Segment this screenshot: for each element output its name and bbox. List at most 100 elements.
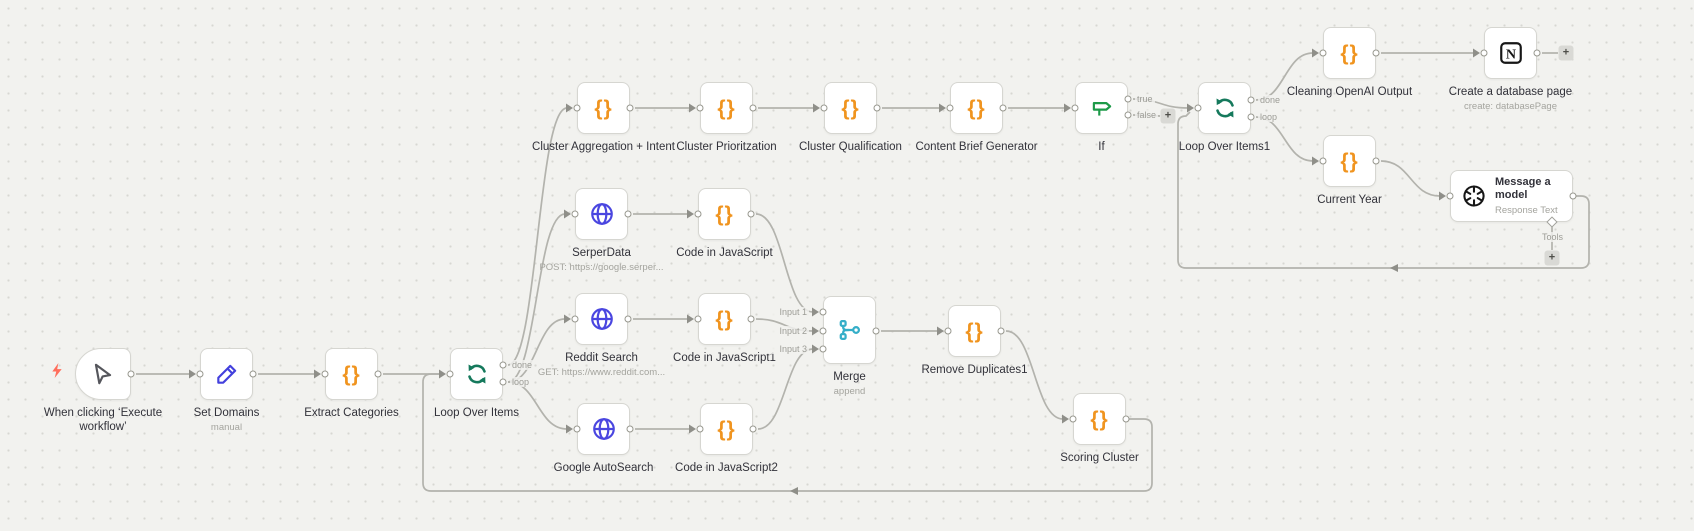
port-output[interactable]	[127, 370, 135, 378]
port-input[interactable]	[694, 210, 702, 218]
input-arrow	[564, 314, 571, 324]
port-input[interactable]	[573, 104, 581, 112]
port-output[interactable]	[999, 104, 1007, 112]
node-loop_over_items1[interactable]	[1198, 82, 1251, 134]
input-arrow	[314, 369, 321, 379]
port-output[interactable]	[626, 425, 634, 433]
node-label-wrap: Cluster Qualification	[771, 140, 931, 154]
input-arrow	[1312, 156, 1319, 166]
port-output[interactable]	[1124, 111, 1132, 119]
node-current_year[interactable]: {}	[1323, 135, 1376, 187]
port-input[interactable]	[321, 370, 329, 378]
port-input[interactable]	[694, 315, 702, 323]
port-input[interactable]	[696, 104, 704, 112]
port-output[interactable]	[626, 104, 634, 112]
port-input[interactable]	[571, 315, 579, 323]
port-input[interactable]	[819, 327, 827, 335]
port-output[interactable]	[749, 425, 757, 433]
input-arrow	[439, 369, 446, 379]
input-arrow	[687, 209, 694, 219]
node-trigger[interactable]	[75, 348, 131, 400]
port-input[interactable]	[1071, 104, 1079, 112]
node-reddit_search[interactable]	[575, 293, 628, 345]
connection-line	[755, 213, 814, 313]
port-output[interactable]	[1124, 95, 1132, 103]
node-label: Loop Over Items1	[1178, 141, 1271, 153]
node-cluster_prioritzation[interactable]: {}	[700, 82, 753, 134]
port-output[interactable]	[1533, 49, 1541, 57]
connection-line	[507, 107, 568, 366]
node-cluster_qualification[interactable]: {}	[824, 82, 877, 134]
port-input[interactable]	[944, 327, 952, 335]
node-scoring_cluster[interactable]: {}	[1073, 393, 1126, 445]
port-output[interactable]	[997, 327, 1005, 335]
node-subtitle: create: databasePage	[1464, 101, 1557, 113]
port-output[interactable]	[624, 210, 632, 218]
port-output[interactable]	[747, 315, 755, 323]
port-output[interactable]	[624, 315, 632, 323]
port-output-label: done	[1258, 95, 1283, 105]
port-output[interactable]	[1372, 49, 1380, 57]
node-if[interactable]	[1075, 82, 1128, 134]
node-label-wrap: Scoring Cluster	[1020, 451, 1180, 465]
code-braces-icon: {}	[841, 96, 860, 120]
port-input[interactable]	[573, 425, 581, 433]
loop-icon	[464, 361, 490, 387]
node-title: Message a model	[1495, 175, 1551, 201]
port-input[interactable]	[819, 345, 827, 353]
node-label-wrap: Code in JavaScript	[645, 246, 805, 260]
node-cluster_aggregation[interactable]: {}	[577, 82, 630, 134]
node-content_brief[interactable]: {}	[950, 82, 1003, 134]
node-google_autosearch[interactable]	[577, 403, 630, 455]
port-input[interactable]	[1446, 192, 1454, 200]
add-connection-button[interactable]: +	[1558, 45, 1574, 61]
node-loop_over_items[interactable]	[450, 348, 503, 400]
node-label-wrap: Loop Over Items	[397, 406, 557, 420]
node-create_database_page[interactable]: N	[1484, 27, 1537, 79]
port-output[interactable]	[374, 370, 382, 378]
input-arrow	[812, 344, 819, 354]
port-input[interactable]	[1480, 49, 1488, 57]
wire-arrow	[790, 487, 798, 495]
node-merge[interactable]	[823, 296, 876, 364]
port-input[interactable]	[1194, 104, 1202, 112]
port-output[interactable]	[499, 361, 507, 369]
port-output[interactable]	[1372, 157, 1380, 165]
port-output[interactable]	[1247, 96, 1255, 104]
port-output[interactable]	[873, 104, 881, 112]
port-output[interactable]	[749, 104, 757, 112]
port-input-label: Input 2	[759, 326, 809, 336]
port-output[interactable]	[1247, 113, 1255, 121]
port-input[interactable]	[1069, 415, 1077, 423]
port-input[interactable]	[196, 370, 204, 378]
node-code_js1[interactable]: {}	[698, 293, 751, 345]
node-serperdata[interactable]	[575, 188, 628, 240]
node-set_domains[interactable]	[200, 348, 253, 400]
port-input[interactable]	[820, 104, 828, 112]
port-output[interactable]	[747, 210, 755, 218]
node-remove_duplicates1[interactable]: {}	[948, 305, 1001, 357]
port-output[interactable]	[499, 378, 507, 386]
port-output[interactable]	[1569, 192, 1577, 200]
node-code_js[interactable]: {}	[698, 188, 751, 240]
port-input[interactable]	[819, 308, 827, 316]
globe-icon	[589, 201, 615, 227]
node-extract_categories[interactable]: {}	[325, 348, 378, 400]
port-output[interactable]	[1122, 415, 1130, 423]
port-input[interactable]	[1319, 157, 1327, 165]
port-input[interactable]	[571, 210, 579, 218]
add-connection-button[interactable]: +	[1544, 250, 1560, 266]
node-cleaning_openai[interactable]: {}	[1323, 27, 1376, 79]
port-input[interactable]	[946, 104, 954, 112]
add-connection-button[interactable]: +	[1160, 108, 1176, 124]
node-code_js2[interactable]: {}	[700, 403, 753, 455]
port-output[interactable]	[872, 327, 880, 335]
port-input[interactable]	[446, 370, 454, 378]
port-input[interactable]	[1319, 49, 1327, 57]
code-braces-icon: {}	[965, 319, 984, 343]
port-input[interactable]	[696, 425, 704, 433]
port-output[interactable]	[249, 370, 257, 378]
node-label: Code in JavaScript	[676, 247, 773, 259]
